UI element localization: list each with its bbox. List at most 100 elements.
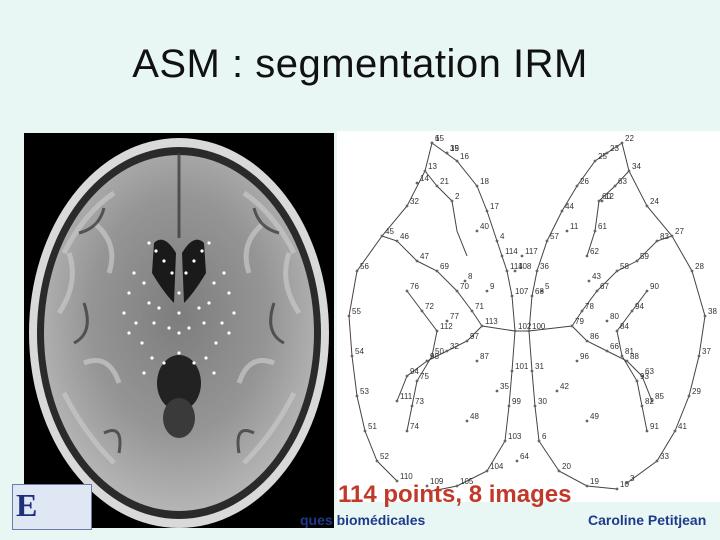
institution-logo: E [12,484,92,530]
landmark-point [645,429,649,433]
landmark-point [507,404,511,408]
landmark-point [670,234,674,238]
landmark-point [620,141,624,145]
landmark-label: 101 [515,362,529,371]
landmark-label: 33 [660,452,669,461]
landmark-label: 21 [440,177,449,186]
landmark-point [673,429,677,433]
landmark-label: 32 [410,197,419,206]
landmark-point [640,374,644,378]
landmark-label: 77 [450,312,459,321]
landmark-point [630,309,634,313]
landmark-point [640,404,644,408]
landmark-label: 100 [532,322,546,331]
landmark-label: 22 [625,134,634,143]
landmark-point [347,314,351,318]
landmark-label: 79 [575,317,584,326]
landmark-label: 43 [592,272,601,281]
landmark-label: 113 [485,317,498,326]
landmark-label: 81 [625,347,634,356]
landmark-label: 85 [655,392,664,401]
landmark-point [655,239,659,243]
landmark-label: 114 [505,247,518,256]
landmark-point [350,354,354,358]
landmark-label: 83 [660,232,669,241]
landmark-point [375,459,379,463]
landmark-point [533,404,537,408]
landmark-label: 63 [618,177,627,186]
landmark-label: 109 [430,477,444,486]
landmark-point [420,309,424,313]
landmark-point [570,324,574,328]
landmark-point [515,459,519,463]
landmark-label: 63 [645,367,654,376]
landmark-point [625,481,629,485]
landmark-point [635,259,639,263]
landmark-label: 108 [518,262,532,271]
landmark-point [445,151,449,155]
landmark-point [560,209,564,213]
landmark-label: 65 [435,134,444,143]
landmark-label: 94 [410,367,419,376]
landmark-label: 16 [460,152,469,161]
landmark-point [575,359,579,363]
landmark-label: 52 [380,452,389,461]
landmark-point [455,484,459,488]
landmark-point [475,359,479,363]
landmark-point [455,289,459,293]
landmark-point [405,374,409,378]
landmark-label: 26 [580,177,589,186]
landmark-label: 34 [632,162,641,171]
landmark-label: 25 [598,152,607,161]
landmark-point [650,399,654,403]
landmark-point [585,484,589,488]
landmark-label: 6 [542,432,547,441]
landmark-label: 3 [630,474,635,483]
landmark-label: 53 [360,387,369,396]
landmark-point [430,354,434,358]
landmark-point [557,469,561,473]
landmark-label: 10 [620,480,629,489]
landmark-point [605,319,609,323]
landmark-point [503,439,507,443]
landmark-label: 38 [708,307,717,316]
landmark-label: 46 [400,232,409,241]
landmark-point [527,329,531,333]
landmark-point [475,229,479,233]
landmark-label: 114 [510,262,523,271]
landmark-point [410,404,414,408]
landmark-label: 45 [385,227,394,236]
landmark-label: 49 [590,412,599,421]
brain-mri-drawing [24,133,334,528]
landmark-label: 40 [480,222,489,231]
landmark-label: 91 [650,422,659,431]
landmark-label: 23 [610,144,619,153]
landmark-label: 14 [420,174,429,183]
landmark-label: 41 [678,422,687,431]
landmark-label: 12 [605,192,614,201]
landmark-point [415,181,419,185]
landmark-label: 96 [580,352,589,361]
landmark-label: 66 [610,342,619,351]
landmark-point [505,269,509,273]
landmark-point [537,439,541,443]
footer-center-text: ques biomédicales [300,512,426,528]
landmark-label: 67 [600,282,609,291]
landmark-point [520,254,524,258]
landmark-point [595,289,599,293]
landmark-point [470,309,474,313]
landmark-point [495,239,499,243]
landmark-label: 11 [570,222,579,231]
landmark-label: 80 [610,312,619,321]
landmark-label: 30 [538,397,547,406]
landmark-label: 86 [590,332,599,341]
landmark-label: 74 [410,422,419,431]
landmark-label: 32 [450,342,459,351]
landmark-point [565,229,569,233]
landmark-point [690,269,694,273]
landmark-label: 105 [460,477,474,486]
footer-author: Caroline Petitjean [588,512,707,528]
landmark-point [423,169,427,173]
landmark-point [510,369,514,373]
